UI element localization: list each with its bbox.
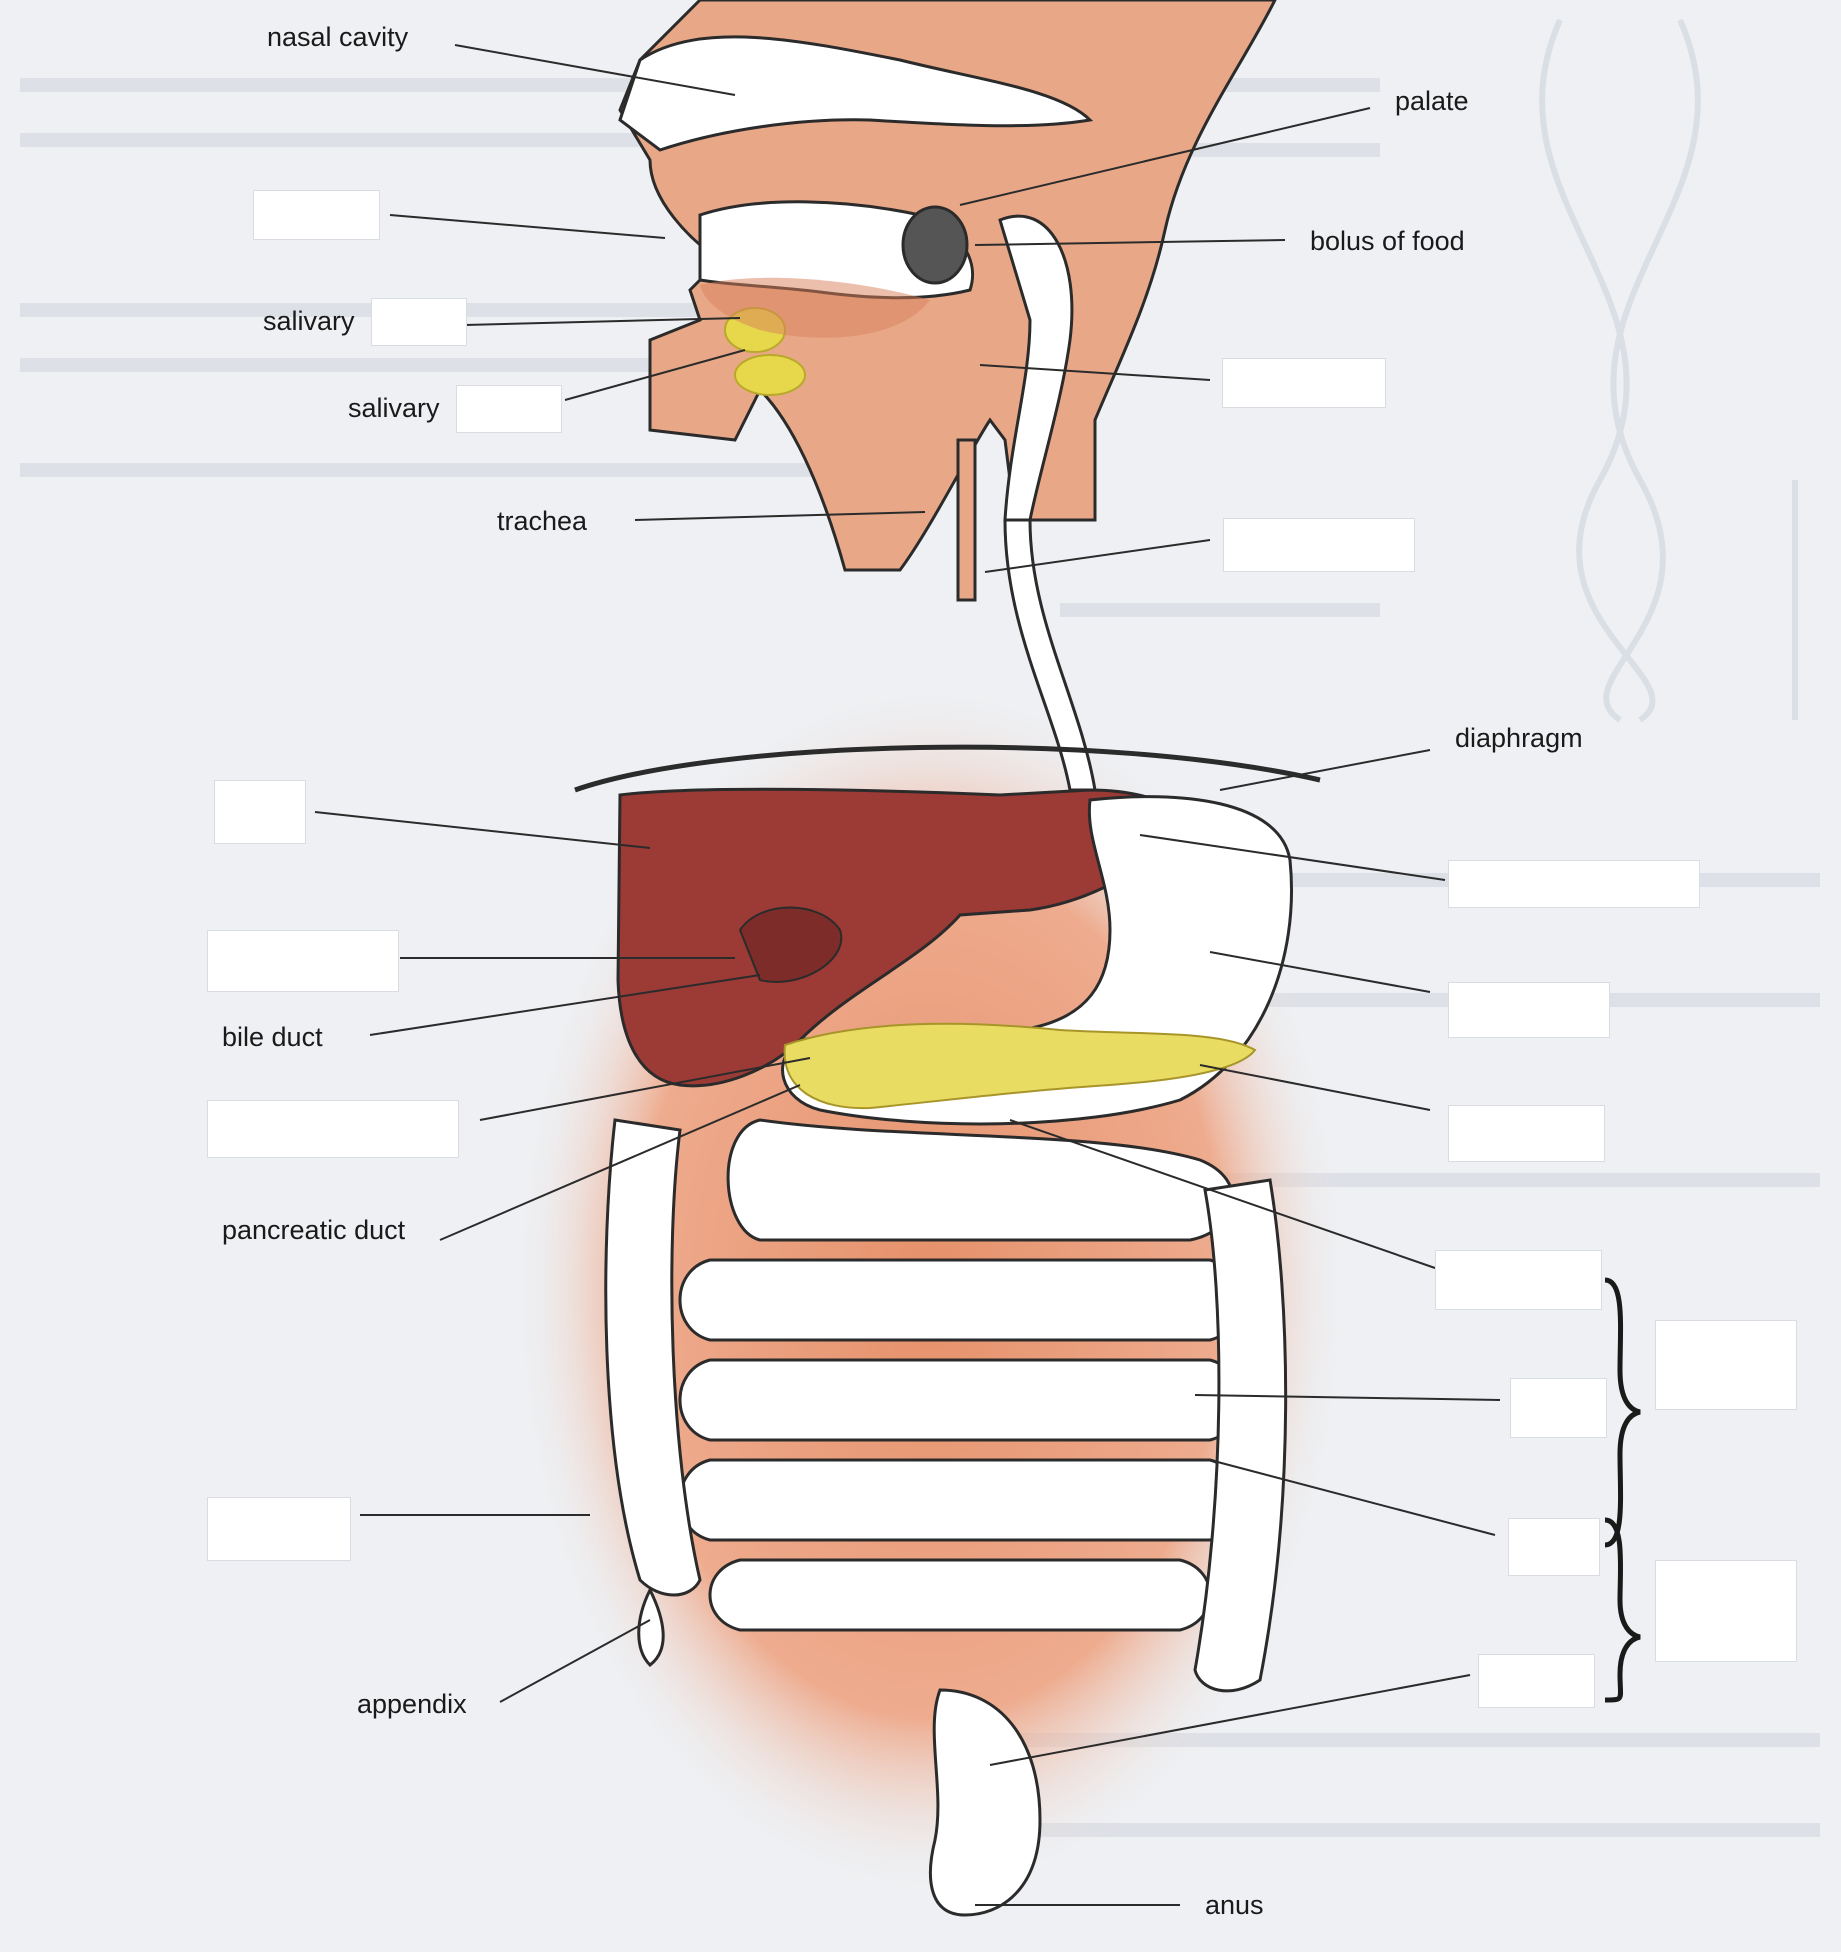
blank-box-small-intestine-group[interactable]: [1655, 1320, 1797, 1410]
blank-box-rectum[interactable]: [1478, 1654, 1595, 1708]
blank-box-teeth[interactable]: [253, 190, 380, 240]
label-salivary-lower: salivary: [348, 395, 440, 422]
blank-box-epiglottis[interactable]: [1222, 358, 1386, 408]
head: [620, 0, 1275, 570]
blank-box-duodenum[interactable]: [207, 1100, 459, 1158]
bolus-of-food-shape: [903, 207, 967, 283]
blank-box-small-intestine-1[interactable]: [1448, 1105, 1605, 1162]
blank-box-caecum[interactable]: [207, 1497, 351, 1561]
blank-box-salivary-gland-2[interactable]: [456, 385, 562, 433]
label-palate: palate: [1395, 88, 1469, 115]
braces: [1605, 1280, 1640, 1700]
label-pancreatic-duct: pancreatic duct: [222, 1217, 405, 1244]
blank-box-salivary-gland-1[interactable]: [371, 298, 467, 346]
blank-box-oesophagus[interactable]: [1223, 518, 1415, 572]
label-bile-duct: bile duct: [222, 1024, 323, 1051]
blank-box-pancreas[interactable]: [1448, 982, 1610, 1038]
label-anus: anus: [1205, 1892, 1264, 1919]
blank-box-large-intestine-group[interactable]: [1655, 1560, 1797, 1662]
peristalsis-figure-ghost: [1542, 20, 1795, 720]
blank-box-liver[interactable]: [214, 780, 306, 844]
blank-box-stomach[interactable]: [1448, 860, 1700, 908]
label-diaphragm: diaphragm: [1455, 725, 1583, 752]
blank-box-small-intestine-3[interactable]: [1510, 1378, 1607, 1438]
blank-box-large-intestine-1[interactable]: [1508, 1518, 1600, 1576]
trachea-shape: [958, 440, 975, 600]
salivary-gland-lower: [735, 355, 805, 395]
label-nasal-cavity: nasal cavity: [267, 24, 408, 51]
blank-box-gall-bladder[interactable]: [207, 930, 399, 992]
label-trachea: trachea: [497, 508, 587, 535]
blank-box-small-intestine-2[interactable]: [1435, 1250, 1602, 1310]
label-salivary-upper: salivary: [263, 308, 355, 335]
label-bolus-of-food: bolus of food: [1310, 228, 1465, 255]
label-appendix: appendix: [357, 1691, 467, 1718]
